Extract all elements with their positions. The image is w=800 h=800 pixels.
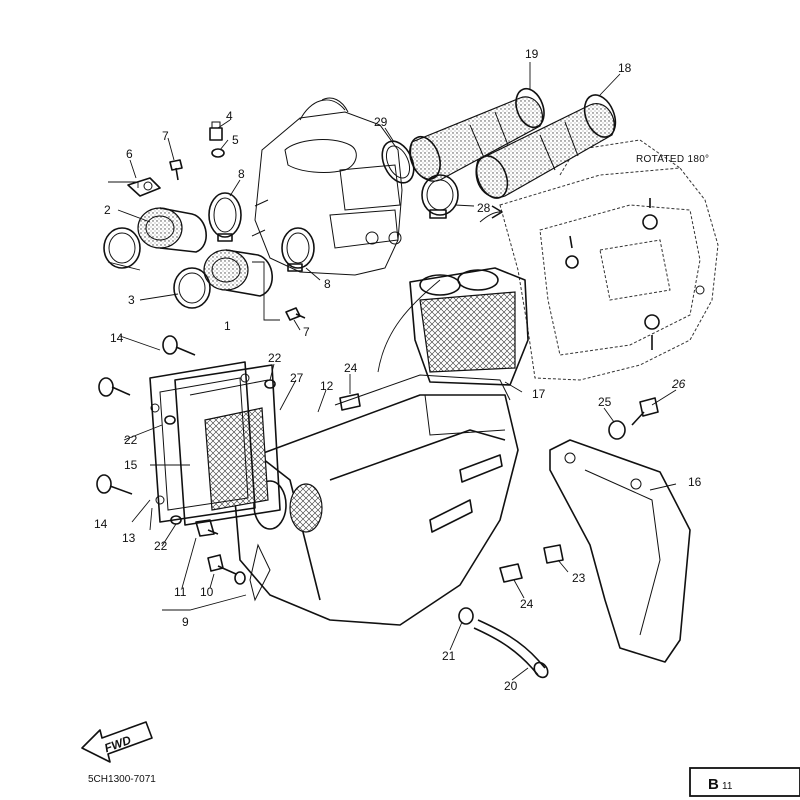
- callout-27: 27: [290, 371, 304, 385]
- nut-24b: [499, 563, 523, 583]
- callout-1: 1: [224, 319, 231, 333]
- leader-lines: [107, 62, 677, 681]
- hose-clamp-21: [458, 607, 474, 625]
- hose-clamp-29: [381, 140, 415, 184]
- o-ring-3b: [173, 267, 211, 309]
- callout-22c: 22: [154, 539, 168, 553]
- clamp-8a: [208, 192, 242, 242]
- intake-duct-18: [475, 94, 617, 199]
- air-filter-case-9: [234, 374, 519, 626]
- grommet-25: [608, 420, 626, 440]
- bolt-26: [631, 397, 659, 426]
- callout-22a: 22: [268, 351, 282, 365]
- callout-18: 18: [618, 61, 632, 75]
- nut-23: [543, 544, 564, 564]
- callout-15: 15: [124, 458, 138, 472]
- callout-17: 17: [532, 387, 546, 401]
- rotated-arrow-head: [491, 205, 503, 219]
- intake-joint-2: [137, 207, 207, 253]
- callout-7a: 7: [162, 129, 169, 143]
- callout-16: 16: [688, 475, 702, 489]
- air-intake-17: [409, 267, 529, 386]
- leader-bracket-1: [252, 261, 280, 321]
- callout-24b: 24: [520, 597, 534, 611]
- bolts-10-11: [195, 519, 246, 585]
- leader-arc-17: [377, 279, 441, 373]
- callout-26: 26: [671, 377, 686, 391]
- fwd-arrow-icon: FWD: [81, 721, 153, 763]
- callout-29: 29: [374, 115, 388, 129]
- page-reference-box: B 11: [689, 767, 800, 797]
- bolt-7a: [169, 159, 183, 181]
- callout-2: 2: [104, 203, 111, 217]
- rotated-arrow-line: [479, 211, 501, 223]
- hose-clamp-28: [421, 174, 459, 219]
- callout-12: 12: [320, 379, 334, 393]
- part-callouts: 19 18 29 28 4 5 7 6 2 8 8 3 1 7 14 22 27…: [94, 47, 702, 693]
- page-ref-number: 11: [722, 781, 733, 792]
- page-ref-letter: B: [708, 776, 719, 793]
- callout-3: 3: [128, 293, 135, 307]
- callout-8b: 8: [324, 277, 331, 291]
- callout-6: 6: [126, 147, 133, 161]
- callout-19: 19: [525, 47, 539, 61]
- air-filter-element-15: [174, 364, 281, 526]
- callout-14a: 14: [110, 331, 124, 345]
- bolt-7b: [285, 307, 306, 321]
- rotated-note: ROTATED 180°: [636, 154, 709, 165]
- leader-bracket-6: [108, 181, 139, 188]
- callout-9: 9: [182, 615, 189, 629]
- callout-4: 4: [226, 109, 233, 123]
- callout-14b: 14: [94, 517, 108, 531]
- screws-14: [96, 335, 196, 495]
- callout-11: 11: [174, 585, 187, 599]
- intake-joint-1: [203, 249, 273, 297]
- callout-13: 13: [122, 531, 136, 545]
- holder-6: [127, 177, 161, 197]
- callout-25: 25: [598, 395, 612, 409]
- clip-5: [211, 148, 225, 158]
- diagram-code: 5CH1300-7071: [88, 774, 156, 785]
- callout-10: 10: [200, 585, 214, 599]
- side-cover-16: [549, 439, 691, 663]
- callout-8a: 8: [238, 167, 245, 181]
- callout-5: 5: [232, 133, 239, 147]
- nut-24a: [339, 393, 361, 411]
- drain-hose-20: [473, 619, 549, 679]
- carburetor-assembly-outline: [251, 97, 403, 276]
- callout-24a: 24: [344, 361, 358, 375]
- callout-22b: 22: [124, 433, 138, 447]
- callout-21: 21: [442, 649, 456, 663]
- callout-20: 20: [504, 679, 518, 693]
- clamp-8b: [281, 227, 315, 272]
- callout-28: 28: [477, 201, 491, 215]
- rotated-frame-outline: [499, 139, 719, 381]
- filter-cover-13: [149, 361, 256, 523]
- callout-7b: 7: [303, 325, 310, 339]
- o-ring-3a: [103, 227, 141, 269]
- callout-23: 23: [572, 571, 586, 585]
- cap-4: [209, 121, 223, 141]
